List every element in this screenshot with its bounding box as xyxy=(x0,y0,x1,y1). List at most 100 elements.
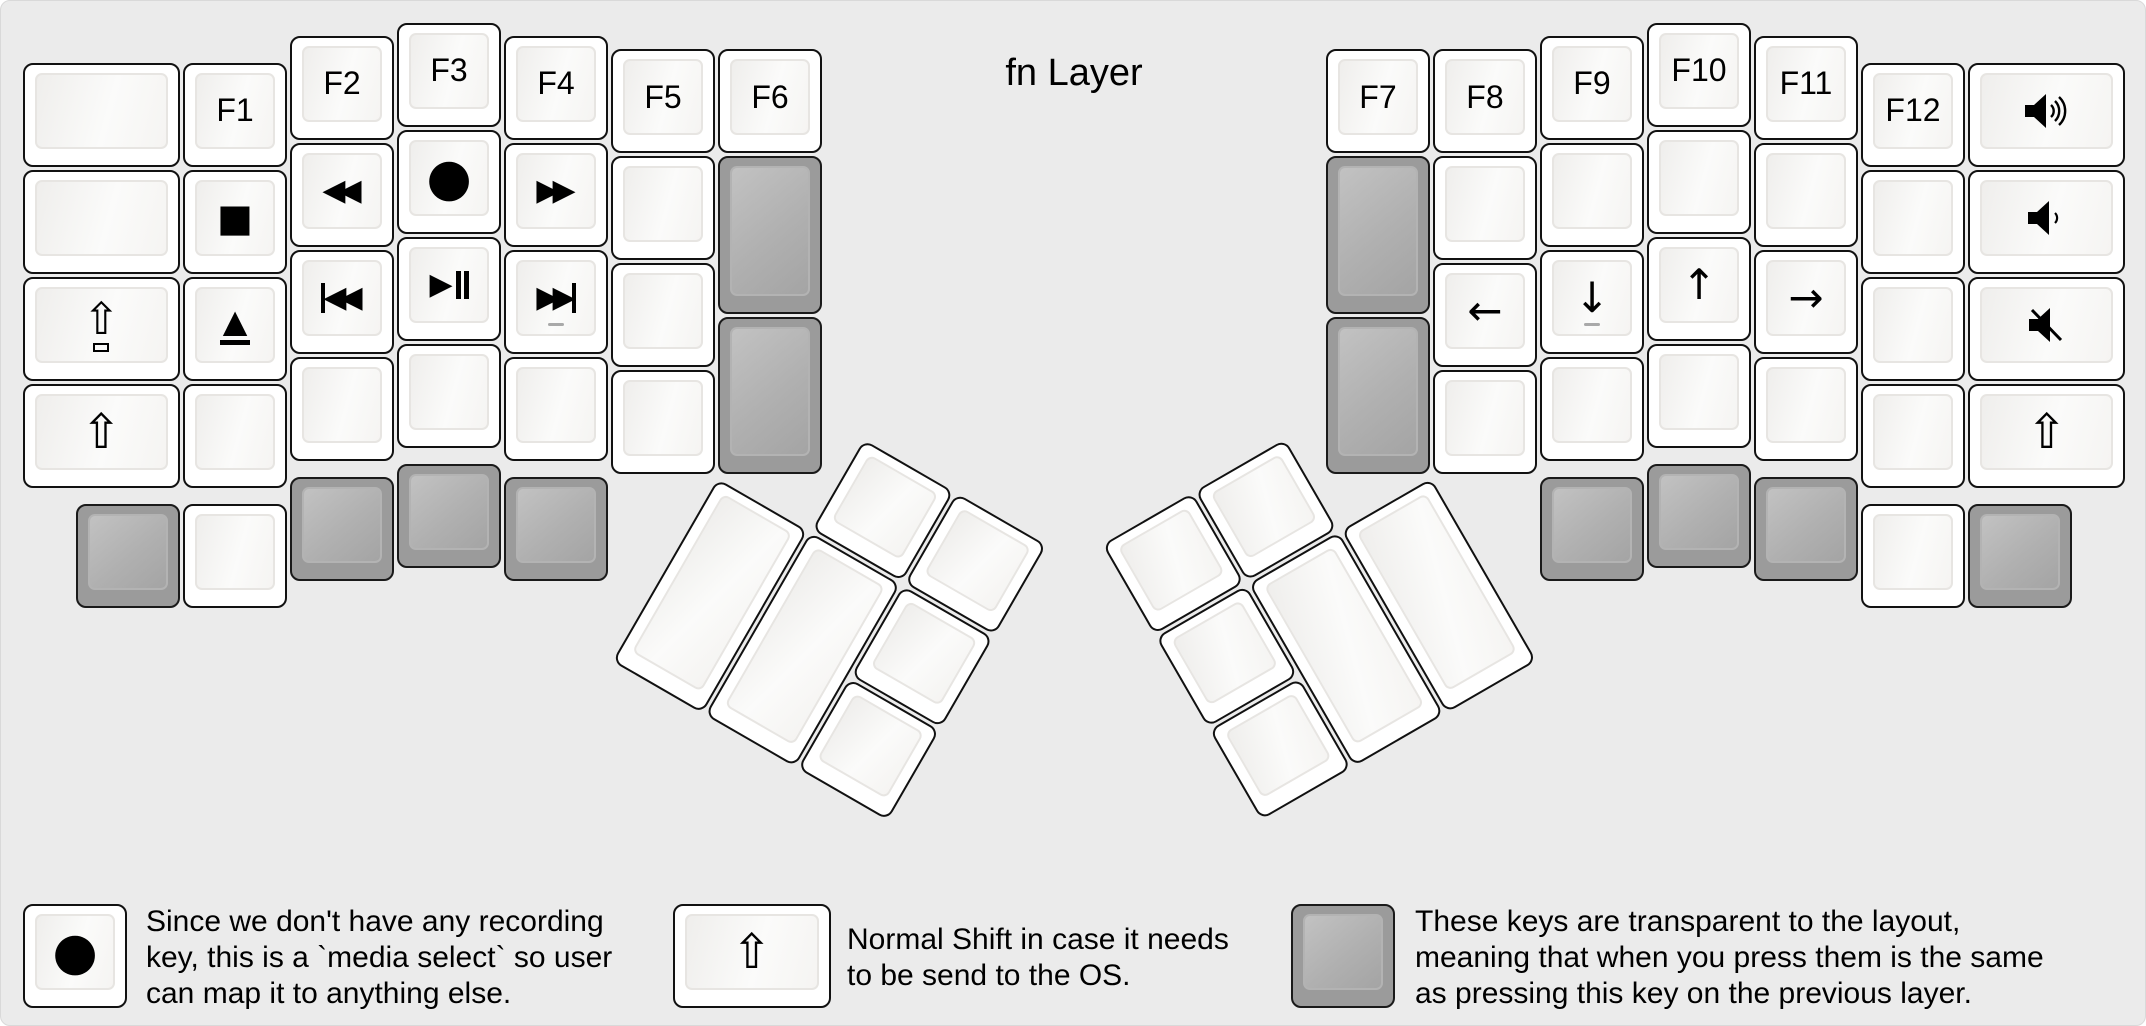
legend-note-line: Since we don't have any recording xyxy=(146,905,604,938)
shift-icon: ⇧ xyxy=(2026,403,2067,460)
key-f7-label: F7 xyxy=(1359,78,1397,115)
key-blank[interactable] xyxy=(1860,383,1965,488)
key-transparent[interactable] xyxy=(290,477,394,582)
arrow-down-icon: ↓ xyxy=(1574,272,1610,322)
keycap-surface xyxy=(1658,353,1739,430)
key-f3[interactable]: F3 xyxy=(397,22,501,127)
key-f11-label: F11 xyxy=(1779,65,1833,102)
key-transparent[interactable] xyxy=(397,463,501,568)
key-eject[interactable]: ▲ xyxy=(183,276,287,381)
key-shift[interactable]: ⇧ xyxy=(1967,383,2126,488)
key-transparent[interactable] xyxy=(76,504,180,608)
keycap-surface: F3 xyxy=(409,32,489,109)
homing-bar xyxy=(1583,322,1600,326)
legend-note-line: as pressing this key on the previous lay… xyxy=(1415,977,1972,1010)
legend-key-shift[interactable]: ⇧ xyxy=(673,904,831,1008)
key-blank[interactable] xyxy=(183,383,287,488)
key-rewind[interactable]: ◀◀ xyxy=(290,142,394,247)
legend-key-transparent[interactable] xyxy=(1291,904,1395,1008)
keycap-surface xyxy=(1337,326,1418,457)
key-f5[interactable]: F5 xyxy=(611,49,715,154)
key-volume-down[interactable] xyxy=(1967,169,2126,274)
keycap-surface: ← xyxy=(1444,273,1525,350)
key-transparent[interactable] xyxy=(1539,477,1644,582)
key-arrow-left[interactable]: ← xyxy=(1432,263,1537,368)
key-blank[interactable] xyxy=(1539,142,1644,247)
key-blank[interactable] xyxy=(504,356,608,461)
keycap-surface: ▶ xyxy=(409,246,489,323)
key-blank[interactable] xyxy=(397,343,501,448)
key-blank[interactable] xyxy=(183,504,287,608)
key-arrow-right[interactable]: → xyxy=(1753,249,1858,354)
legend-note-line: meaning that when you press them is the … xyxy=(1415,941,2044,974)
keycap-surface xyxy=(1658,139,1739,216)
keycap-surface xyxy=(1337,166,1418,296)
keycap-surface: F8 xyxy=(1444,59,1525,136)
key-blank[interactable] xyxy=(1646,343,1751,448)
key-blank[interactable] xyxy=(1539,356,1644,461)
key-next-track[interactable]: ▶▶ xyxy=(504,249,608,354)
legend-key-record[interactable]: ● xyxy=(23,904,127,1008)
keycap-surface xyxy=(88,514,168,590)
key-transparent[interactable] xyxy=(1325,316,1430,475)
key-f8[interactable]: F8 xyxy=(1432,49,1537,154)
key-transparent[interactable] xyxy=(718,316,822,475)
key-blank[interactable] xyxy=(1860,276,1965,381)
key-transparent[interactable] xyxy=(1753,477,1858,582)
key-transparent[interactable] xyxy=(1325,156,1430,314)
key-transparent[interactable] xyxy=(1967,504,2072,608)
keycap-surface: ⇧ xyxy=(1979,393,2114,470)
key-shift[interactable]: ⇧ xyxy=(22,383,180,488)
key-blank[interactable] xyxy=(22,62,180,167)
key-f12[interactable]: F12 xyxy=(1860,62,1965,167)
key-f4[interactable]: F4 xyxy=(504,35,608,140)
keycap-surface xyxy=(1551,487,1632,564)
key-fast-forward[interactable]: ▶▶ xyxy=(504,142,608,247)
key-mute[interactable] xyxy=(1967,276,2126,381)
key-arrow-down[interactable]: ↓ xyxy=(1539,249,1644,354)
legend-note-line: to be send to the OS. xyxy=(847,959,1131,992)
key-blank[interactable] xyxy=(611,263,715,368)
keycap-surface: F6 xyxy=(730,59,810,136)
key-blank[interactable] xyxy=(1860,504,1965,608)
key-transparent[interactable] xyxy=(504,477,608,582)
key-f1[interactable]: F1 xyxy=(183,62,287,167)
keycap-surface xyxy=(195,393,275,470)
key-blank[interactable] xyxy=(22,169,180,274)
key-f10[interactable]: F10 xyxy=(1646,22,1751,127)
key-volume-up[interactable] xyxy=(1967,62,2126,167)
key-f7[interactable]: F7 xyxy=(1325,49,1430,154)
prev-track-icon: ◀◀ xyxy=(321,279,363,315)
key-blank[interactable] xyxy=(1646,129,1751,234)
key-record[interactable]: ● xyxy=(397,129,501,234)
key-play-pause[interactable]: ▶ xyxy=(397,236,501,341)
key-transparent[interactable] xyxy=(718,156,822,314)
key-arrow-up[interactable]: ↑ xyxy=(1646,236,1751,341)
layer-title: fn Layer xyxy=(1005,52,1143,94)
key-prev-track[interactable]: ◀◀ xyxy=(290,249,394,354)
key-blank[interactable] xyxy=(1753,142,1858,247)
key-f11[interactable]: F11 xyxy=(1753,35,1858,140)
key-blank[interactable] xyxy=(290,356,394,461)
key-blank[interactable] xyxy=(611,156,715,261)
key-blank[interactable] xyxy=(1860,169,1965,274)
key-stop[interactable]: ■ xyxy=(183,169,287,274)
keycap-surface xyxy=(1872,286,1953,363)
key-transparent[interactable] xyxy=(1646,463,1751,568)
key-f6[interactable]: F6 xyxy=(718,49,822,154)
key-blank[interactable] xyxy=(1753,356,1858,461)
keycap-surface xyxy=(1979,72,2114,149)
rewind-icon: ◀◀ xyxy=(322,172,361,208)
key-blank[interactable] xyxy=(1432,156,1537,261)
key-blank[interactable] xyxy=(611,370,715,475)
keycap-surface: F4 xyxy=(516,45,596,122)
keycap-surface xyxy=(516,366,596,443)
arrow-left-icon: ← xyxy=(1467,286,1503,336)
key-caps-lock[interactable]: ⇧ xyxy=(22,276,180,381)
key-blank[interactable] xyxy=(1432,370,1537,475)
keycap-surface xyxy=(730,326,810,457)
key-f9[interactable]: F9 xyxy=(1539,35,1644,140)
key-f8-label: F8 xyxy=(1466,78,1504,115)
key-f2[interactable]: F2 xyxy=(290,35,394,140)
